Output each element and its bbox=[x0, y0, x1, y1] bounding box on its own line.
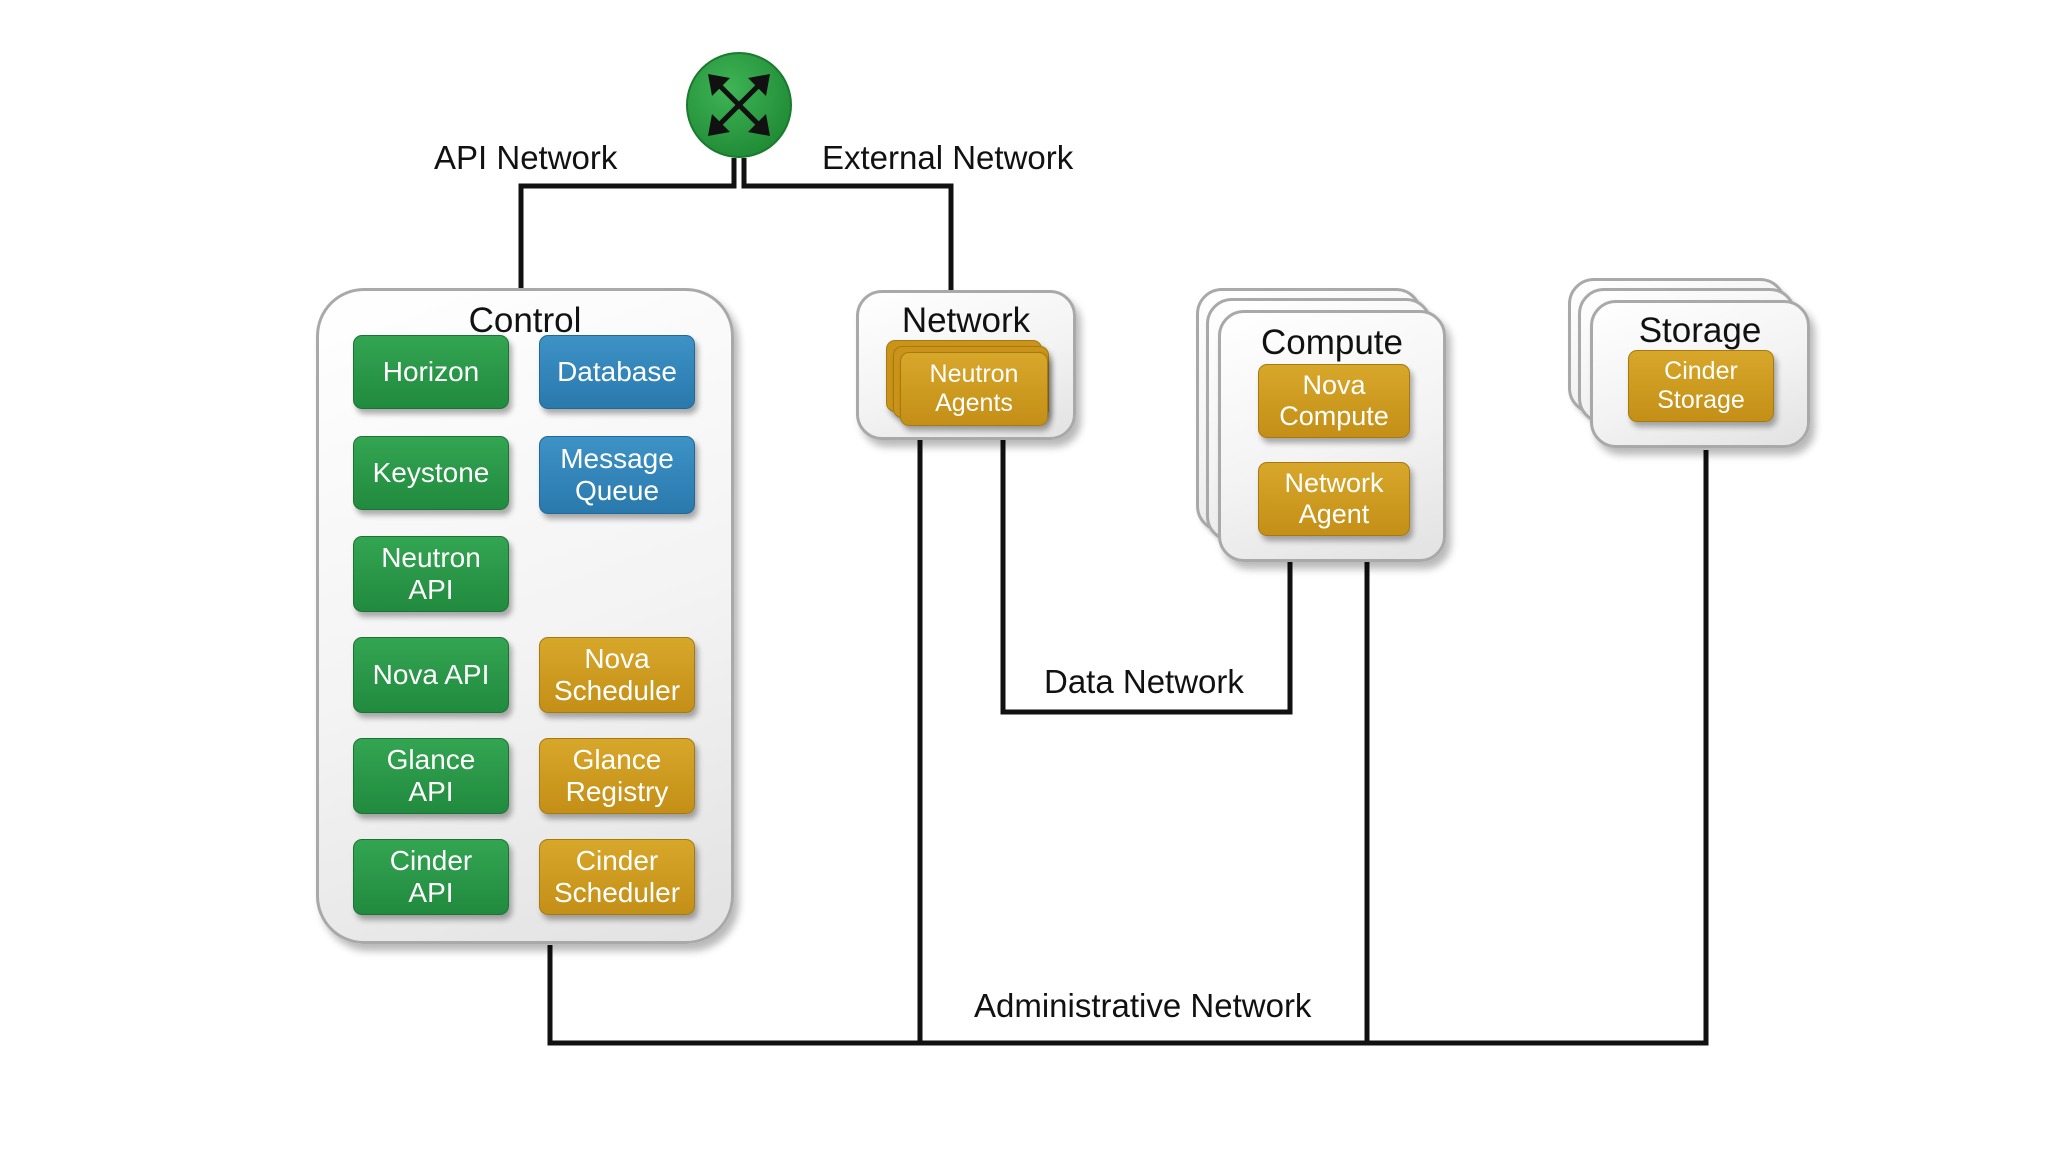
network-node-title: Network bbox=[901, 301, 1031, 340]
nova-scheduler-service: Nova Scheduler bbox=[539, 637, 695, 713]
router-icon bbox=[686, 52, 792, 158]
cinder-scheduler-service: Cinder Scheduler bbox=[539, 839, 695, 915]
compute-node-title: Compute bbox=[1260, 323, 1404, 362]
cinder-api-service: Cinder API bbox=[353, 839, 509, 915]
neutron-api-service: Neutron API bbox=[353, 536, 509, 612]
glance-registry-service: Glance Registry bbox=[539, 738, 695, 814]
control-node-title: Control bbox=[468, 301, 582, 340]
data-network-label: Data Network bbox=[1044, 663, 1244, 700]
database-service: Database bbox=[539, 335, 695, 409]
data-network-wire bbox=[1000, 440, 1293, 715]
administrative-network-wire bbox=[547, 450, 1709, 1046]
network-agent-service: Network Agent bbox=[1258, 462, 1410, 536]
nova-api-service: Nova API bbox=[353, 637, 509, 713]
api-network-wire bbox=[518, 158, 737, 290]
external-network-label: External Network bbox=[822, 139, 1074, 176]
external-network-wire bbox=[741, 158, 954, 292]
storage-node-title: Storage bbox=[1638, 311, 1762, 350]
keystone-service: Keystone bbox=[353, 436, 509, 510]
message-queue-service: Message Queue bbox=[539, 436, 695, 514]
api-network-label: API Network bbox=[434, 139, 618, 176]
horizon-service: Horizon bbox=[353, 335, 509, 409]
cinder-storage-service: Cinder Storage bbox=[1628, 350, 1774, 422]
administrative-network-label: Administrative Network bbox=[974, 987, 1312, 1024]
nova-compute-service: Nova Compute bbox=[1258, 364, 1410, 438]
glance-api-service: Glance API bbox=[353, 738, 509, 814]
neutron-agents-service: Neutron Agents bbox=[900, 352, 1048, 426]
